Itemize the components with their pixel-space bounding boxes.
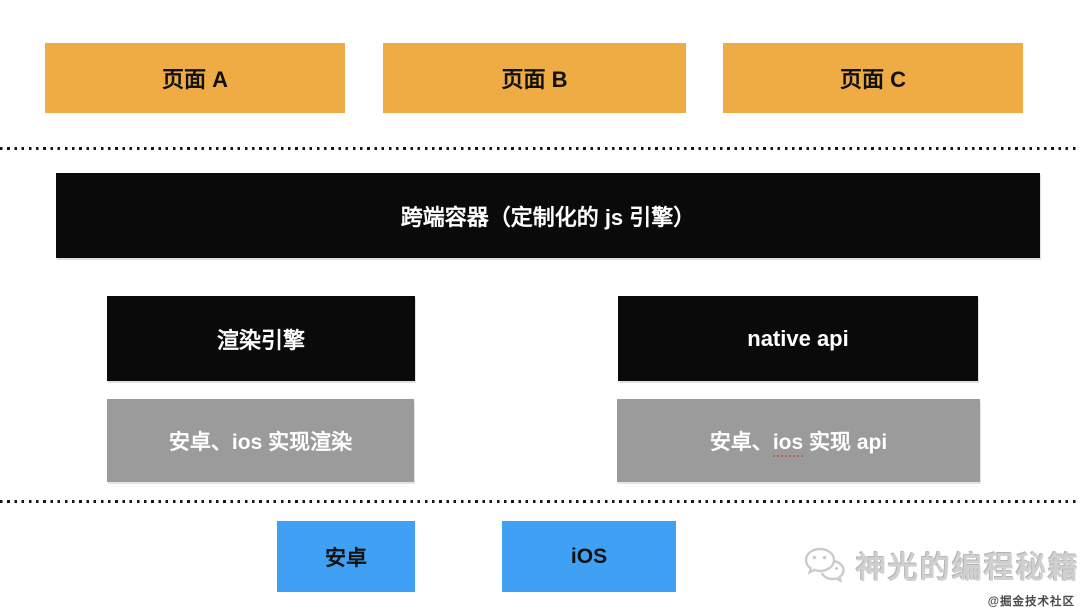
api-implementation-box: 安卓、ios 实现 api xyxy=(617,399,980,482)
page-b-label: 页面 B xyxy=(501,67,568,92)
android-platform-box: 安卓 xyxy=(277,521,415,592)
render-implementation-label: 安卓、ios 实现渲染 xyxy=(168,430,353,454)
ios-platform-label: iOS xyxy=(570,544,608,568)
ios-platform-box: iOS xyxy=(502,521,676,592)
page-c-label: 页面 C xyxy=(839,67,906,92)
page-a-box: 页面 A xyxy=(45,43,345,113)
watermark-brand-text: 神光的编程秘籍 xyxy=(856,552,1080,585)
dotted-separator-bottom xyxy=(0,500,1080,503)
api-impl-suffix: 实现 api xyxy=(803,430,888,454)
render-engine-label: 渲染引擎 xyxy=(216,327,305,353)
android-platform-label: 安卓 xyxy=(325,546,367,570)
dotted-separator-top xyxy=(0,147,1080,150)
api-impl-ios-word: ios xyxy=(772,430,804,457)
wechat-icon xyxy=(804,547,845,583)
native-api-box: native api xyxy=(618,296,978,381)
native-api-label: native api xyxy=(747,325,849,351)
api-implementation-label: 安卓、ios 实现 api xyxy=(709,426,888,457)
render-implementation-box: 安卓、ios 实现渲染 xyxy=(107,399,414,482)
cross-platform-container-box: 跨端容器（定制化的 js 引擎） xyxy=(56,173,1040,258)
page-a-label: 页面 A xyxy=(161,67,228,92)
watermark: 神光的编程秘籍 xyxy=(802,543,1080,587)
render-engine-box: 渲染引擎 xyxy=(107,296,415,381)
cross-platform-container-label: 跨端容器（定制化的 js 引擎） xyxy=(400,204,696,230)
community-credit-text: @掘金技术社区 xyxy=(987,596,1075,608)
api-impl-prefix: 安卓、 xyxy=(709,430,773,454)
page-b-box: 页面 B xyxy=(383,43,686,113)
page-c-box: 页面 C xyxy=(723,43,1023,113)
